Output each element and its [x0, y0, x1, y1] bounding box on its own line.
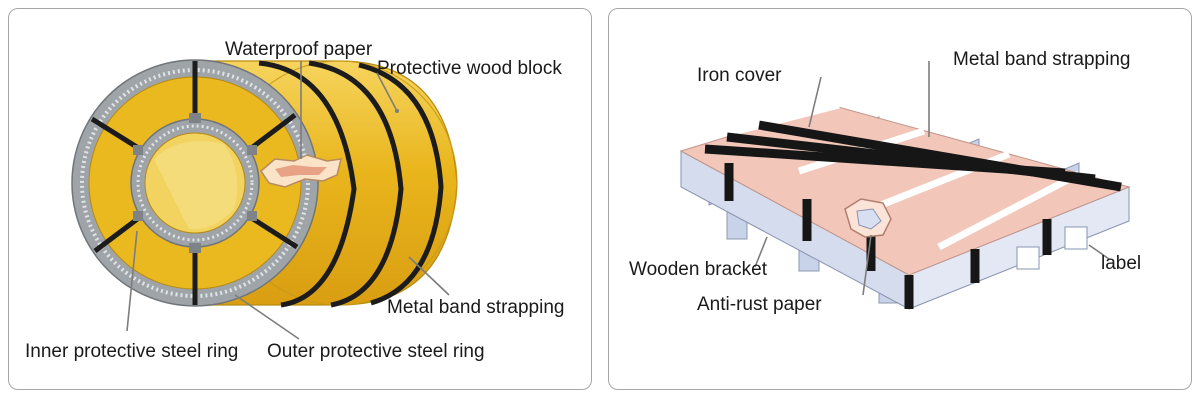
coil-strap-2 — [308, 60, 404, 308]
coil-metal-band-strapping-label: Metal band strapping — [387, 297, 565, 318]
protective-wood-block-label: Protective wood block — [377, 58, 562, 79]
coil-strap-3 — [358, 62, 444, 306]
inner-protective-steel-ring-label: Inner protective steel ring — [25, 341, 239, 362]
anti-rust-paper-label: Anti-rust paper — [697, 294, 822, 315]
wooden-bracket-label: Wooden bracket — [629, 259, 768, 280]
anti-rust-paper-inner — [856, 208, 882, 230]
sheet-bundle-illustration — [679, 61, 1131, 310]
coil-ring-clips — [133, 113, 257, 253]
label-window-1 — [1016, 246, 1040, 270]
sheet-packaging-panel: Iron cover Metal band strapping Wooden b… — [608, 8, 1192, 390]
coil-leader-dot — [395, 109, 399, 113]
coil-illustration — [71, 59, 458, 340]
coil-packaging-panel: Waterproof paper Protective wood block M… — [8, 8, 592, 390]
sheet-metal-band-straps — [704, 120, 1122, 309]
label-window-2 — [1064, 226, 1088, 250]
sheet-leader-lines — [754, 61, 1110, 296]
iron-cover-label: Iron cover — [697, 65, 782, 86]
waterproof-paper-inner — [275, 165, 327, 177]
coil-bore-highlight — [154, 141, 238, 230]
coil-leader-lines — [126, 61, 450, 340]
label-label: label — [1101, 253, 1142, 274]
coil-radial-straps — [90, 61, 299, 305]
sheet-metal-band-strapping-label: Metal band strapping — [953, 49, 1131, 70]
outer-protective-steel-ring-label: Outer protective steel ring — [267, 341, 485, 362]
waterproof-paper-label: Waterproof paper — [225, 39, 373, 60]
inner-ring-texture — [136, 124, 254, 242]
